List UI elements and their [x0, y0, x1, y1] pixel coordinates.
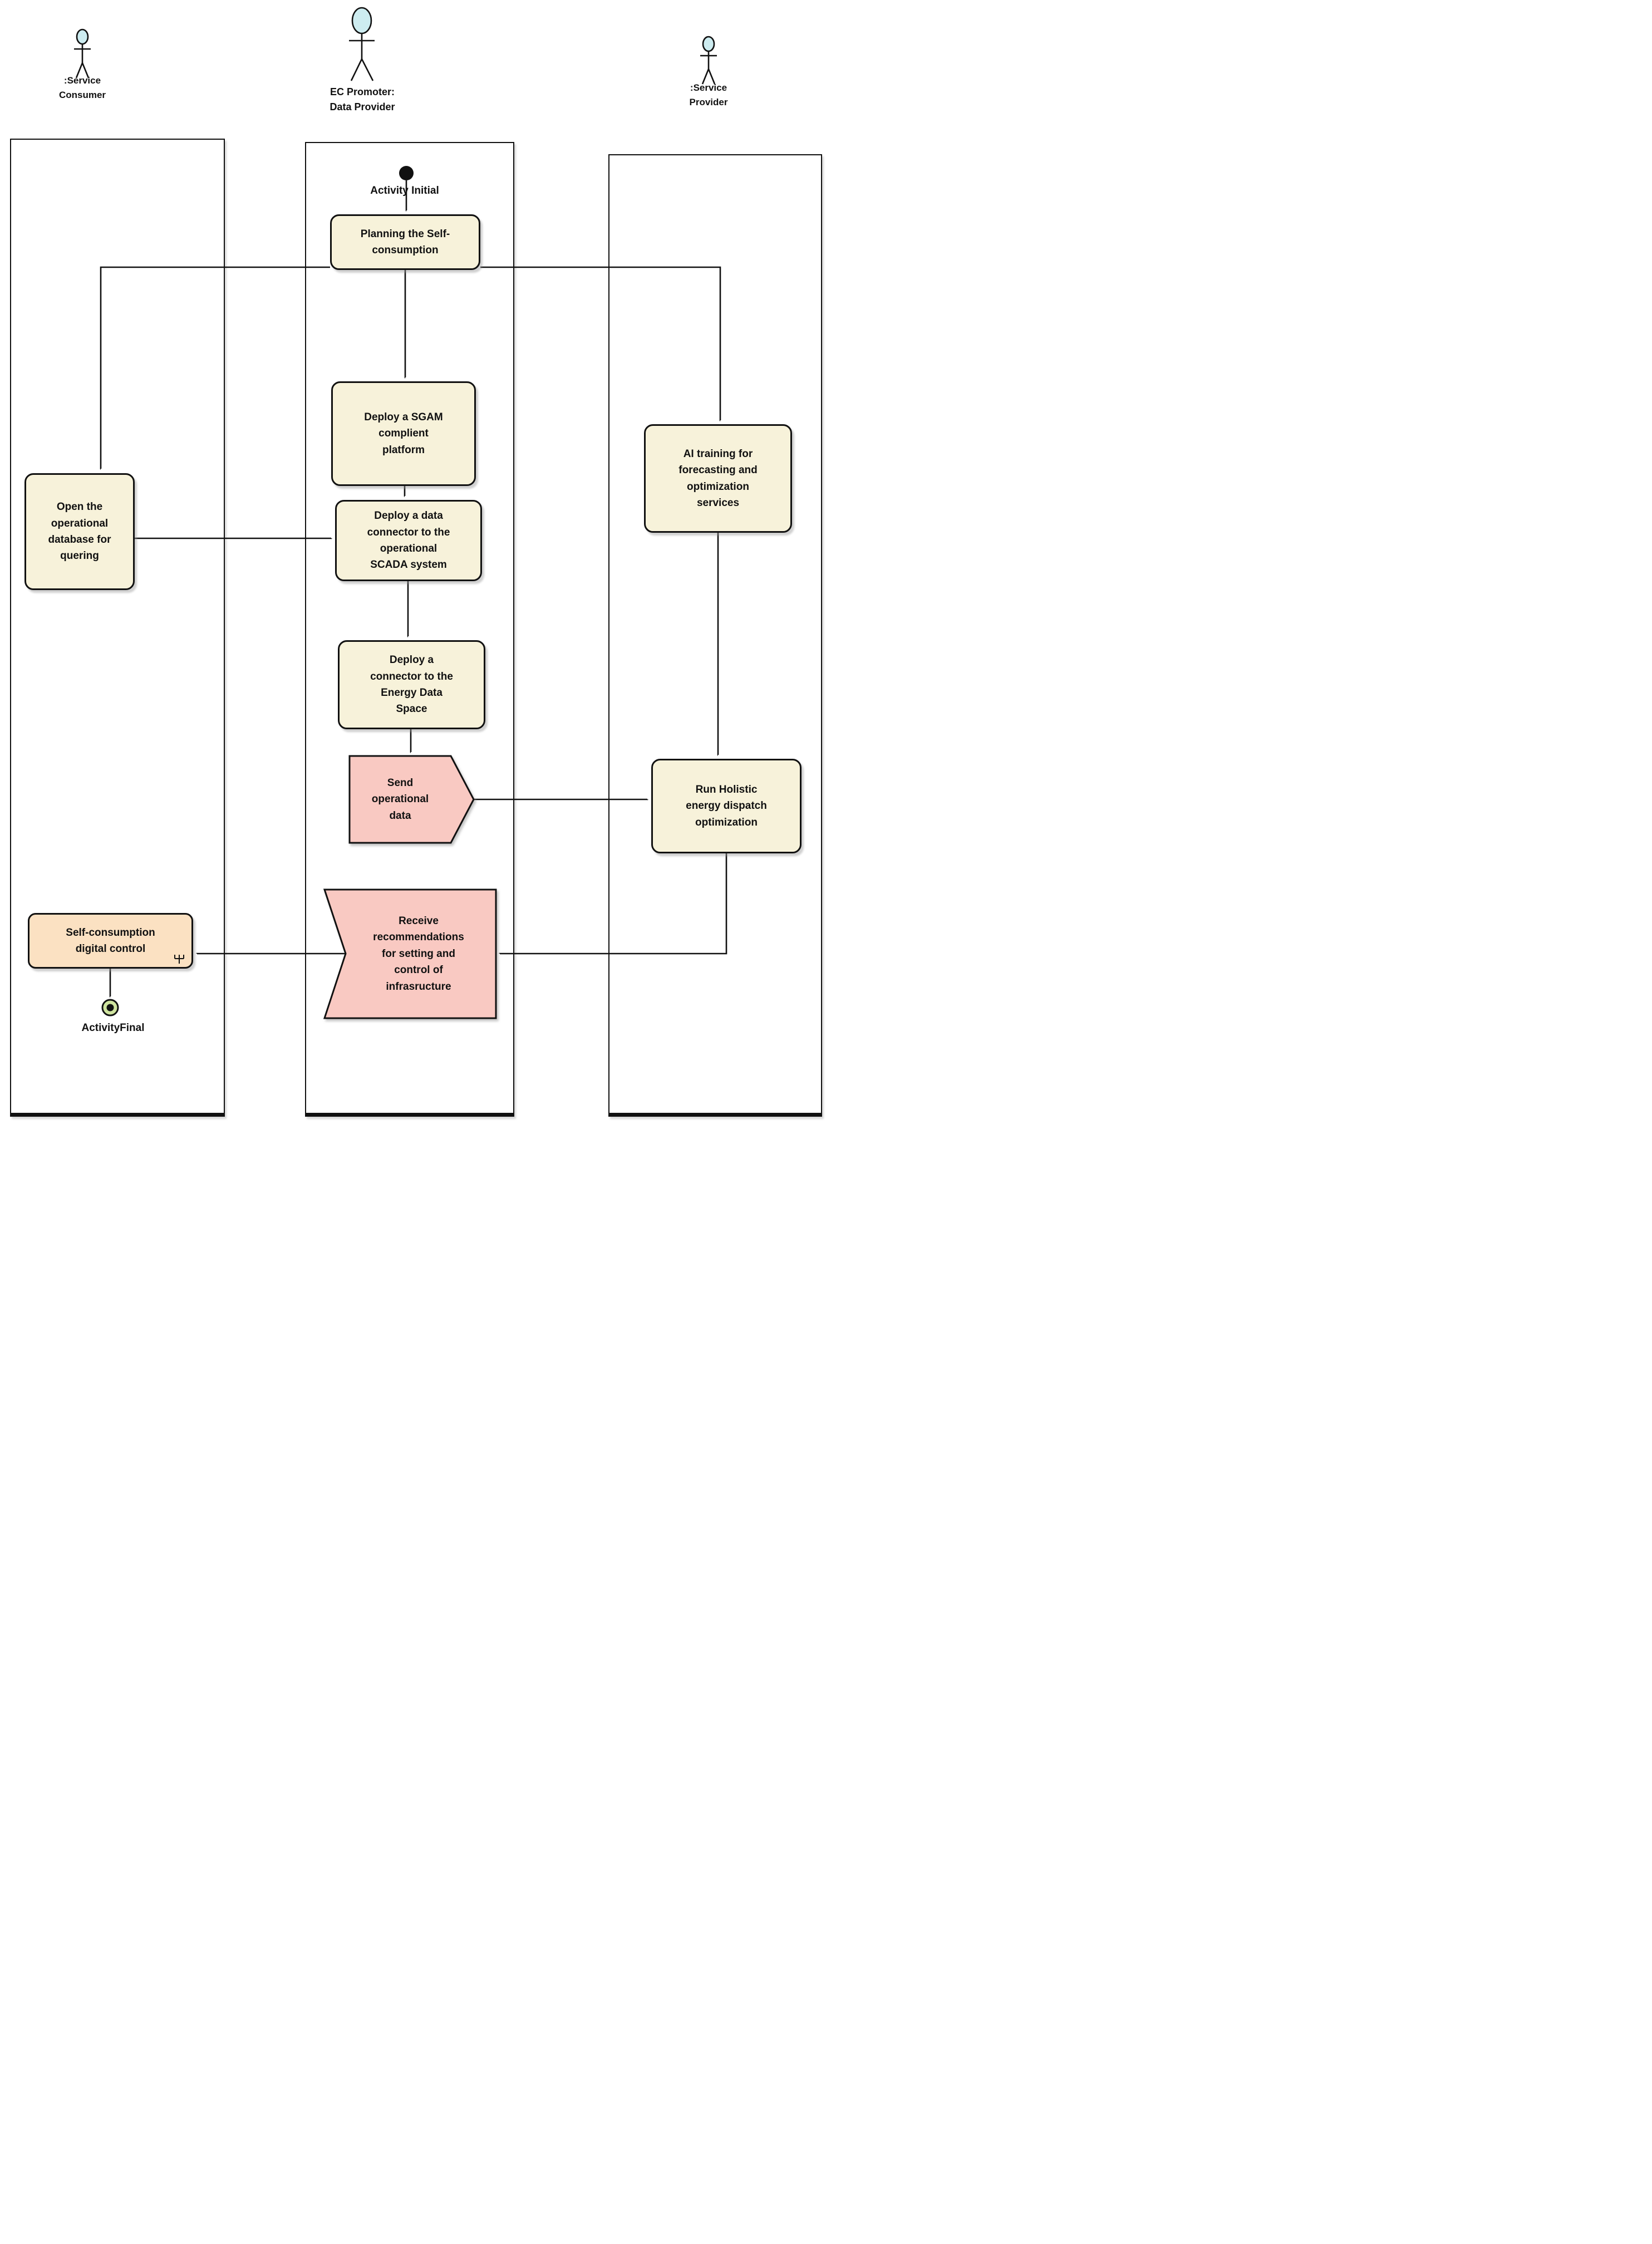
- actor-ec-promoter-icon: [349, 7, 375, 81]
- action-open-operational-database: Open the operational database for querin…: [24, 473, 135, 590]
- swimlane-service-provider: [608, 154, 822, 1117]
- initial-node-label: Activity Initial: [370, 185, 439, 197]
- action-deploy-scada-connector: Deploy a data connector to the operation…: [335, 500, 482, 581]
- self-control-label: Self-consumption digital control: [66, 926, 155, 955]
- actor-service-consumer-label: :Service Consumer: [58, 75, 106, 100]
- action-deploy-energy-data-space-connector: Deploy a connector to the Energy Data Sp…: [338, 640, 485, 729]
- actor-ec-promoter-label: EC Promoter: Data Provider: [330, 86, 395, 112]
- final-node-label: ActivityFinal: [81, 1022, 145, 1034]
- receive-signal-label: Receive recommendations for setting and …: [373, 915, 464, 993]
- action-run-holistic-optimization: Run Holistic energy dispatch optimizatio…: [651, 759, 802, 853]
- action-ai-training: AI training for forecasting and optimiza…: [644, 424, 792, 533]
- activity-diagram: :Service Consumer EC Promoter: Data Prov…: [0, 0, 826, 1122]
- action-self-consumption-digital-control: Self-consumption digital control: [28, 913, 193, 969]
- action-deploy-sgam-platform: Deploy a SGAM complient platform: [331, 381, 476, 486]
- send-signal-label: Send operational data: [371, 777, 429, 822]
- swimlane-service-consumer: [10, 139, 225, 1117]
- actor-service-consumer-icon: [74, 28, 91, 78]
- action-planning-self-consumption: Planning the Self- consumption: [330, 214, 480, 270]
- actor-service-provider-label: :Service Provider: [689, 82, 728, 107]
- subactivity-rake-icon: [174, 955, 184, 964]
- actor-service-provider-icon: [700, 36, 717, 85]
